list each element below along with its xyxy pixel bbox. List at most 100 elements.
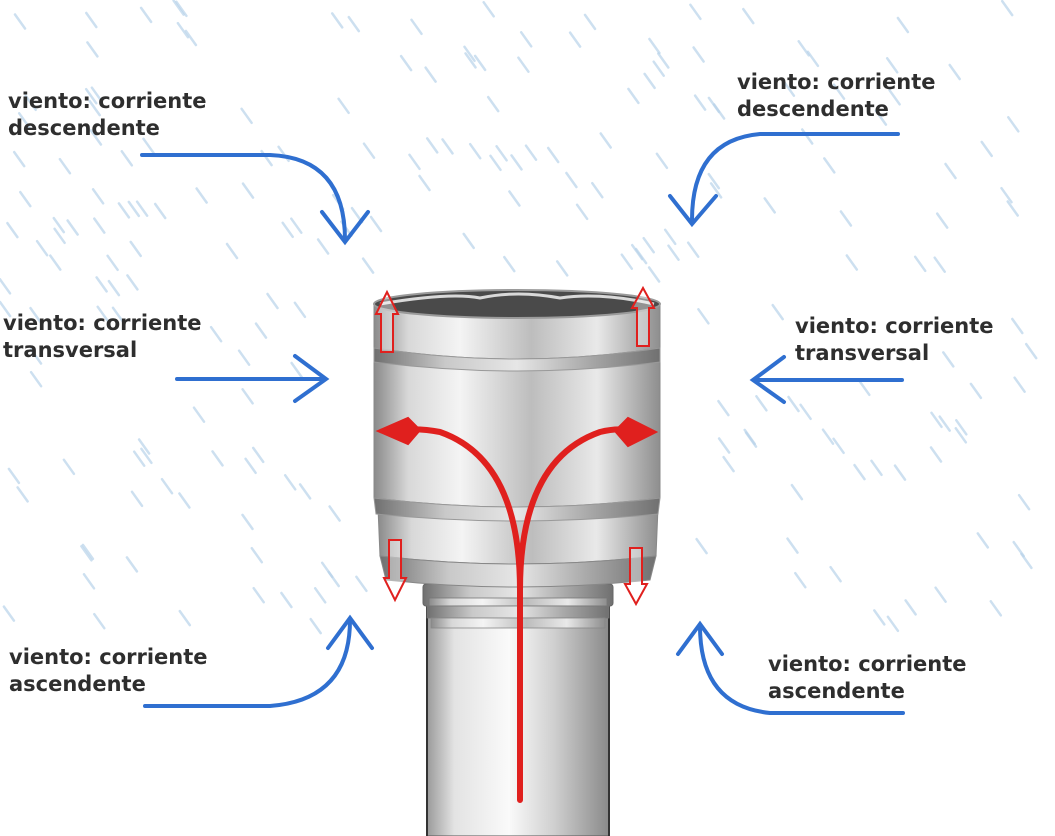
label-crosswind-right: viento: corriente transversal bbox=[795, 313, 994, 367]
rain-streak bbox=[468, 142, 482, 160]
rain-streak bbox=[7, 467, 21, 485]
rain-streak bbox=[647, 266, 661, 283]
rain-streak bbox=[29, 348, 43, 365]
rain-streak bbox=[717, 437, 731, 454]
rain-streak bbox=[399, 54, 413, 72]
rain-streak bbox=[486, 95, 500, 113]
rain-streak bbox=[832, 437, 845, 455]
rain-streak bbox=[763, 197, 776, 214]
rain-streak bbox=[93, 612, 106, 630]
rain-streak bbox=[280, 591, 293, 609]
rain-streak bbox=[81, 543, 95, 561]
rain-streak bbox=[935, 212, 949, 229]
rain-streak bbox=[709, 182, 723, 199]
rain-streak bbox=[195, 187, 208, 204]
rain-streak bbox=[290, 361, 303, 379]
rain-streak bbox=[117, 202, 131, 219]
rain-streak bbox=[0, 300, 12, 318]
rain-streak bbox=[126, 274, 139, 291]
rain-streak bbox=[441, 138, 454, 155]
rain-streak bbox=[591, 181, 604, 199]
rain-streak bbox=[692, 46, 705, 63]
wind-updraft-right-arrow bbox=[698, 624, 905, 715]
rain-streak bbox=[337, 97, 350, 115]
rain-streak bbox=[1024, 342, 1038, 360]
rain-streak bbox=[140, 447, 153, 465]
chimney-cowl bbox=[373, 289, 661, 588]
rain-streak bbox=[845, 254, 859, 271]
rain-streak bbox=[913, 255, 927, 273]
rain-streak bbox=[473, 54, 487, 72]
rain-streak bbox=[555, 260, 569, 277]
rain-streak bbox=[839, 210, 853, 227]
rain-streak bbox=[135, 200, 149, 217]
rain-streak bbox=[655, 152, 669, 170]
label-updraft-right: viento: corriente ascendente bbox=[768, 651, 967, 705]
rain-streak bbox=[948, 63, 961, 81]
rain-streak bbox=[888, 89, 901, 106]
rain-streak bbox=[510, 154, 523, 171]
rain-streak bbox=[755, 395, 768, 412]
rain-streak bbox=[237, 349, 251, 366]
rain-streak bbox=[90, 86, 104, 103]
label-line: descendente bbox=[737, 97, 889, 121]
rain-streak bbox=[821, 428, 835, 445]
rain-streak bbox=[954, 427, 968, 444]
rain-streak bbox=[686, 241, 700, 258]
rain-streak bbox=[327, 570, 340, 588]
rain-streak bbox=[790, 483, 804, 501]
rain-streak bbox=[106, 254, 119, 272]
rain-streak bbox=[489, 154, 502, 172]
rain-streak bbox=[298, 483, 312, 500]
rain-streak bbox=[96, 305, 109, 323]
rain-streak bbox=[697, 308, 710, 325]
rain-streak bbox=[293, 301, 307, 319]
small-arrow-down-left bbox=[382, 539, 408, 603]
rain-streak bbox=[599, 132, 612, 149]
rain-streak bbox=[132, 450, 146, 467]
rain-streak bbox=[648, 37, 661, 55]
rain-streak bbox=[829, 565, 842, 583]
rain-streak bbox=[129, 240, 142, 258]
rain-streak bbox=[583, 13, 597, 31]
rain-streak bbox=[870, 459, 883, 477]
rain-streak bbox=[91, 188, 105, 205]
rain-streak bbox=[938, 415, 951, 432]
rain-streak bbox=[95, 276, 108, 293]
rain-streak bbox=[330, 12, 344, 29]
rain-streak bbox=[58, 157, 72, 175]
rain-streak bbox=[695, 537, 708, 555]
rain-streak bbox=[508, 190, 521, 207]
rain-streak bbox=[934, 586, 947, 603]
rain-streak bbox=[652, 60, 665, 77]
rain-streak bbox=[886, 615, 900, 633]
rain-streak bbox=[250, 546, 264, 564]
rain-streak bbox=[722, 455, 735, 473]
rain-streak bbox=[823, 157, 836, 174]
rain-streak bbox=[130, 490, 144, 508]
rain-streak bbox=[832, 83, 846, 100]
rain-streak bbox=[524, 144, 538, 161]
rain-streak bbox=[53, 227, 66, 245]
rain-streak bbox=[89, 129, 103, 146]
rain-streak bbox=[989, 600, 1003, 617]
rain-streak bbox=[630, 243, 644, 261]
rain-streak bbox=[408, 153, 421, 171]
rain-streak bbox=[137, 438, 151, 455]
rain-streak bbox=[309, 617, 322, 635]
rain-streak bbox=[657, 52, 670, 69]
label-line: viento: corriente bbox=[795, 314, 994, 338]
rain-streak bbox=[463, 45, 476, 63]
rain-streak bbox=[24, 94, 37, 112]
rain-streak bbox=[929, 446, 943, 463]
rain-streak bbox=[874, 109, 888, 126]
label-downdraft-left: viento: corriente descendente bbox=[8, 88, 207, 142]
rain-streak bbox=[107, 279, 121, 297]
rain-streak bbox=[29, 306, 42, 324]
rain-streak bbox=[1020, 552, 1033, 570]
rain-streak bbox=[930, 411, 943, 429]
rain-streak bbox=[627, 87, 640, 105]
rain-streak bbox=[178, 492, 191, 509]
rain-streak bbox=[693, 94, 707, 111]
rain-streak bbox=[1007, 116, 1020, 133]
